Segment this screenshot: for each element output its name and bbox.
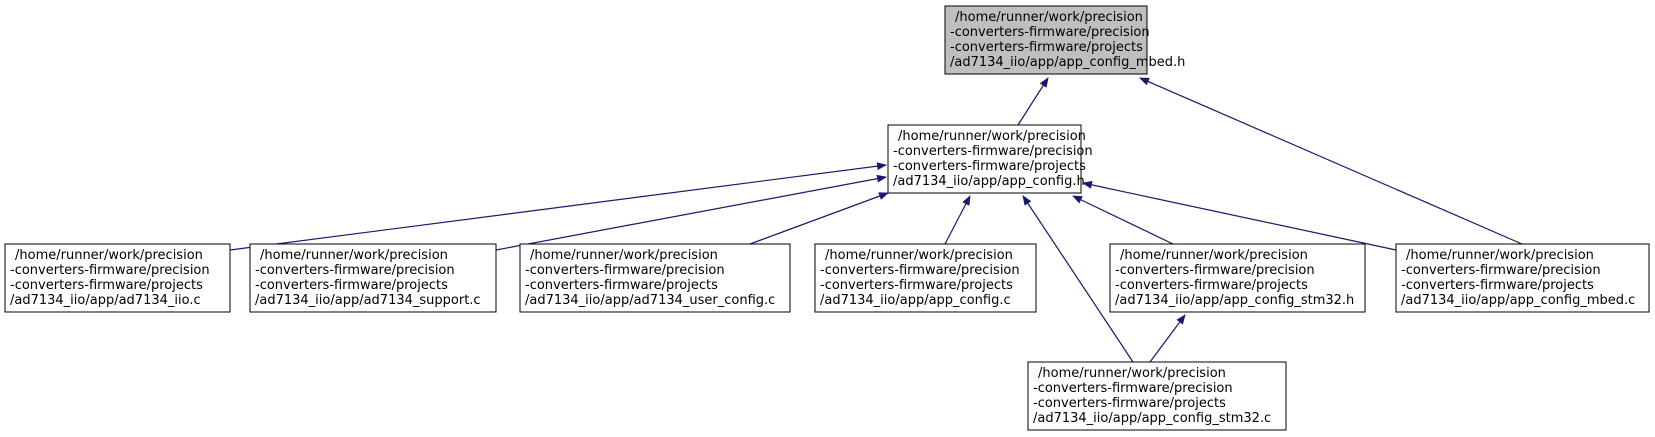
node-label-line: -converters-firmware/precision	[893, 144, 1093, 159]
node-box	[1109, 243, 1366, 313]
node-app_config_mbed_c[interactable]: /home/runner/work/precision-converters-f…	[1395, 243, 1650, 313]
node-box	[4, 243, 231, 313]
node-app_config_c[interactable]: /home/runner/work/precision-converters-f…	[814, 243, 1037, 313]
node-label-line: -converters-firmware/projects	[950, 40, 1143, 55]
node-label-line: -converters-firmware/projects	[1401, 278, 1594, 293]
node-box	[519, 243, 791, 313]
node-box	[814, 243, 1037, 313]
edges-layer	[229, 77, 1523, 363]
node-label-line: /home/runner/work/precision	[955, 10, 1143, 25]
node-label-line: -converters-firmware/precision	[255, 263, 455, 278]
edge-app_config_c-to-app_config_h	[944, 195, 971, 245]
edge-ad7134_iio_c-to-app_config_h	[229, 162, 887, 251]
node-box	[249, 243, 497, 313]
node-label-line: -converters-firmware/precision	[1033, 381, 1233, 396]
node-label-line: -converters-firmware/precision	[525, 263, 725, 278]
edge-app_config_mbed_c-to-app_config_mbed_h	[1139, 77, 1523, 245]
node-label-line: -converters-firmware/precision	[950, 25, 1150, 40]
node-label-line: -converters-firmware/precision	[1115, 263, 1315, 278]
edge-app_config_h-to-app_config_mbed_h	[1017, 77, 1049, 126]
node-label-line: /ad7134_iio/app/ad7134_iio.c	[10, 293, 201, 308]
node-app_config_stm32_h[interactable]: /home/runner/work/precision-converters-f…	[1109, 243, 1366, 313]
edge-app_config_mbed_c-to-app_config_h	[1082, 180, 1397, 251]
node-ad7134_support_c[interactable]: /home/runner/work/precision-converters-f…	[249, 243, 497, 313]
node-box	[944, 5, 1148, 75]
node-app_config_stm32_c[interactable]: /home/runner/work/precision-converters-f…	[1027, 361, 1287, 431]
node-box	[887, 124, 1082, 194]
node-label-line: /home/runner/work/precision	[1038, 366, 1226, 381]
edge-ad7134_support_c-to-app_config_h	[495, 174, 887, 251]
node-label-line: -converters-firmware/precision	[10, 263, 210, 278]
node-label-line: /home/runner/work/precision	[15, 248, 203, 263]
node-label-line: -converters-firmware/precision	[1401, 263, 1601, 278]
edge-app_config_stm32_c-to-app_config_stm32_h	[1149, 314, 1186, 363]
node-label-line: -converters-firmware/projects	[820, 278, 1013, 293]
node-label-line: /ad7134_iio/app/ad7134_support.c	[255, 293, 481, 308]
node-app_config_h[interactable]: /home/runner/work/precision-converters-f…	[887, 124, 1093, 194]
edge-app_config_stm32_c-to-app_config_h	[1022, 195, 1134, 363]
node-label-line: -converters-firmware/projects	[525, 278, 718, 293]
node-label-line: /ad7134_iio/app/app_config_mbed.c	[1401, 293, 1635, 308]
node-label-line: /home/runner/work/precision	[530, 248, 718, 263]
edge-app_config_stm32_h-to-app_config_h	[1072, 195, 1174, 245]
node-box	[1395, 243, 1650, 313]
node-label-line: /home/runner/work/precision	[1120, 248, 1308, 263]
node-label-line: /ad7134_iio/app/app_config_stm32.c	[1033, 411, 1271, 426]
node-label-line: /home/runner/work/precision	[1406, 248, 1594, 263]
node-label-line: /ad7134_iio/app/app_config_stm32.h	[1115, 293, 1354, 308]
node-label-line: /home/runner/work/precision	[825, 248, 1013, 263]
node-label-line: /ad7134_iio/app/app_config.c	[820, 293, 1011, 308]
node-label-line: -converters-firmware/precision	[820, 263, 1020, 278]
node-ad7134_user_config_c[interactable]: /home/runner/work/precision-converters-f…	[519, 243, 791, 313]
node-label-line: /home/runner/work/precision	[260, 248, 448, 263]
node-label-line: /ad7134_iio/app/app_config_mbed.h	[950, 55, 1185, 70]
node-label-line: /home/runner/work/precision	[898, 129, 1086, 144]
node-label-line: -converters-firmware/projects	[1115, 278, 1308, 293]
node-label-line: -converters-firmware/projects	[255, 278, 448, 293]
node-label-line: -converters-firmware/projects	[10, 278, 203, 293]
node-label-line: /ad7134_iio/app/ad7134_user_config.c	[525, 293, 775, 308]
node-label-line: -converters-firmware/projects	[893, 159, 1086, 174]
nodes-layer: /home/runner/work/precision-converters-f…	[4, 5, 1650, 431]
node-box	[1027, 361, 1287, 431]
node-label-line: -converters-firmware/projects	[1033, 396, 1226, 411]
node-app_config_mbed_h: /home/runner/work/precision-converters-f…	[944, 5, 1185, 75]
node-ad7134_iio_c[interactable]: /home/runner/work/precision-converters-f…	[4, 243, 231, 313]
edge-ad7134_user_config_c-to-app_config_h	[749, 192, 889, 245]
node-label-line: /ad7134_iio/app/app_config.h	[893, 174, 1085, 189]
